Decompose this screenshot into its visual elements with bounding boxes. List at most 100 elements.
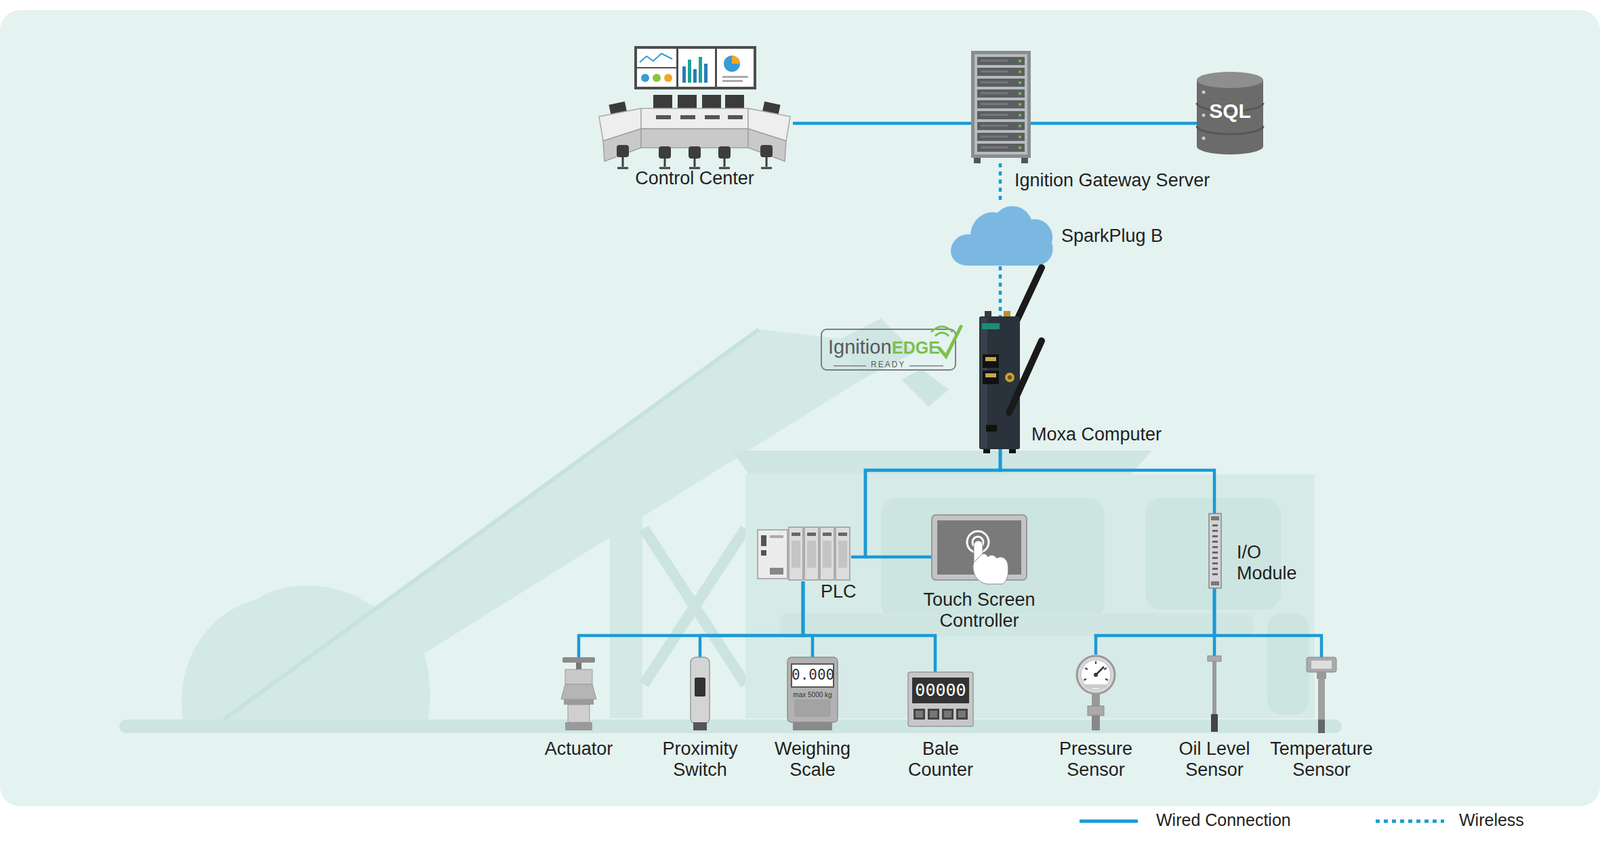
device-icon — [690, 657, 710, 724]
edge-computer — [1009, 340, 1042, 413]
device-icon — [1318, 679, 1325, 720]
node-label: Pressure Sensor — [1041, 738, 1151, 781]
cloud-shape: SparkPlug B — [948, 201, 1055, 267]
control-center — [748, 128, 787, 162]
device-icon — [956, 708, 968, 720]
plc-rack — [822, 532, 832, 537]
database-cylinder — [1202, 90, 1206, 95]
database-cylinder — [1196, 79, 1264, 147]
database-cylinder — [1202, 136, 1206, 141]
device-icon — [1311, 660, 1332, 669]
control-center — [722, 75, 749, 78]
control-center — [760, 145, 773, 158]
control-center — [689, 158, 701, 169]
wireless-link — [998, 163, 1003, 202]
device-icon — [686, 657, 714, 731]
device-icon: Proximity Switch — [686, 657, 714, 731]
control-center: Control Center — [596, 46, 793, 171]
plc-rack — [761, 535, 767, 547]
control-center — [725, 94, 745, 109]
io-module — [1211, 581, 1220, 586]
baler-machine-silhouette — [119, 318, 1342, 734]
control-center — [639, 53, 673, 63]
annotation-label: max 5000 kg — [786, 691, 839, 700]
control-center — [664, 73, 673, 82]
node-label: Control Center — [596, 168, 793, 190]
device-icon — [1212, 661, 1217, 715]
device-icon — [958, 710, 966, 718]
plc-rack — [807, 532, 816, 537]
node-label: Oil Level Sensor — [1160, 738, 1269, 781]
wireless-sample-line — [1375, 819, 1445, 824]
legend-text: Wired Connection — [1156, 810, 1291, 831]
io-module — [1212, 546, 1218, 549]
gateway-server — [980, 81, 1008, 84]
node-label: SparkPlug B — [1061, 225, 1163, 247]
annotation-label: EDGE — [891, 338, 940, 358]
gateway-server — [977, 100, 1025, 109]
device-icon — [1305, 657, 1338, 734]
annotation-label: Ignition — [828, 336, 892, 359]
plc-rack — [838, 540, 848, 568]
device-icon — [693, 722, 707, 731]
device-icon — [576, 662, 582, 670]
wired-link — [578, 581, 804, 658]
edge-computer — [1009, 449, 1016, 454]
control-center — [761, 157, 772, 169]
io-module — [1212, 557, 1218, 560]
baler-machine-silhouette — [745, 474, 1315, 719]
control-center — [617, 157, 629, 169]
node-label: Touch Screen Controller — [918, 589, 1041, 632]
gateway-server — [1018, 92, 1022, 95]
gateway-server — [973, 157, 981, 164]
background-panel — [0, 10, 1600, 807]
device-icon — [1306, 657, 1337, 673]
edge-computer — [1007, 375, 1012, 380]
node-label: Ignition Gateway Server — [1014, 170, 1210, 192]
plc-rack — [769, 535, 784, 539]
control-center — [723, 55, 741, 72]
node-label: Moxa Computer — [1031, 424, 1162, 446]
control-center — [658, 146, 671, 159]
legend-text: Wireless — [1459, 810, 1525, 831]
device-icon — [563, 699, 594, 705]
device-icon — [1083, 661, 1109, 681]
plc-rack: PLC — [757, 527, 852, 582]
baler-machine-silhouette — [609, 487, 643, 719]
control-center — [653, 94, 673, 109]
gateway-server — [980, 70, 1008, 73]
device-icon — [929, 710, 938, 718]
database-cylinder — [1196, 138, 1264, 155]
control-center — [655, 115, 671, 120]
gateway-server — [977, 111, 1025, 120]
wired-link — [1030, 121, 1197, 126]
control-center — [616, 145, 629, 158]
device-icon — [694, 677, 706, 697]
device-icon: Oil Level Sensor — [1206, 655, 1223, 732]
control-center — [702, 94, 722, 109]
wired-link — [700, 581, 804, 658]
edge-computer — [982, 370, 999, 385]
plc-rack — [788, 527, 804, 581]
gateway-server — [971, 50, 1031, 158]
plc-rack — [804, 527, 819, 581]
edge-computer — [979, 316, 1020, 450]
gateway-server — [977, 56, 1025, 66]
gateway-server — [1018, 70, 1022, 74]
plc-rack — [822, 540, 832, 568]
device-icon — [1093, 672, 1098, 678]
device-icon — [558, 657, 600, 731]
edge-computer — [982, 354, 999, 368]
control-center — [616, 145, 773, 159]
control-center — [716, 48, 754, 87]
control-center — [687, 59, 692, 83]
control-center — [634, 46, 757, 90]
gateway-server — [974, 54, 1028, 155]
io-module — [1212, 562, 1218, 565]
gateway-server — [980, 135, 1008, 138]
gateway-server — [980, 103, 1008, 106]
control-center — [727, 115, 743, 120]
control-center — [641, 128, 749, 148]
edge-ready-badge — [821, 326, 961, 371]
